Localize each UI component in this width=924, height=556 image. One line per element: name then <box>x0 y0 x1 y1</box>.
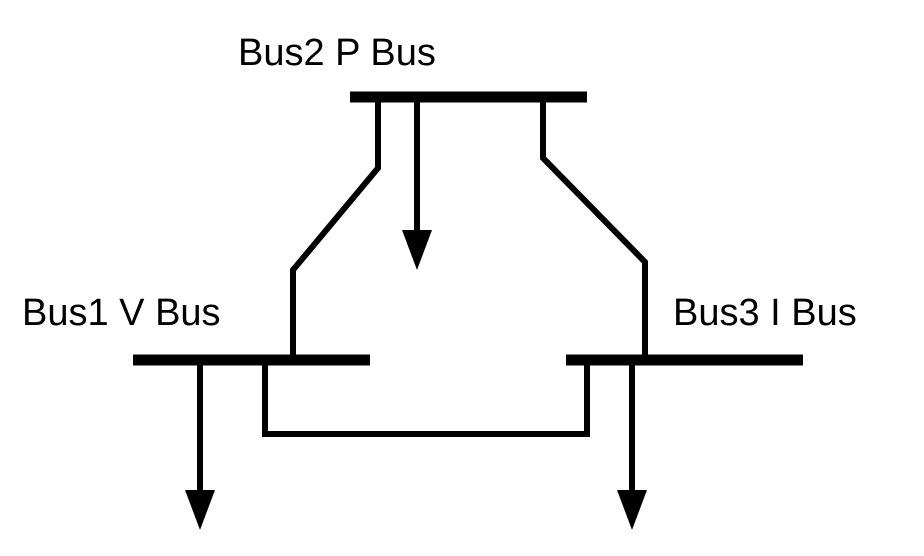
load-arrow-bus2-head <box>402 230 432 270</box>
load-arrow-bus2[interactable] <box>402 97 432 270</box>
branch-line-bus2-bus1[interactable] <box>290 97 381 360</box>
bus-labels-group: Bus2 P Bus Bus1 V Bus Bus3 I Bus <box>22 32 857 334</box>
bus-label-bus3: Bus3 I Bus <box>673 292 857 334</box>
load-arrow-bus3-head <box>617 490 647 530</box>
load-arrows-group <box>185 97 647 530</box>
bus-label-bus2: Bus2 P Bus <box>238 32 436 74</box>
load-arrow-bus1-head <box>185 490 215 530</box>
load-arrow-bus1[interactable] <box>185 360 215 530</box>
branch-line-bus2-bus3[interactable] <box>540 97 648 360</box>
branch-lines-group <box>262 97 648 437</box>
load-arrow-bus3[interactable] <box>617 360 647 530</box>
bus-bars-group <box>133 91 803 366</box>
bus-label-bus1: Bus1 V Bus <box>22 292 221 334</box>
branch-line-bus1-bus3[interactable] <box>262 360 590 437</box>
